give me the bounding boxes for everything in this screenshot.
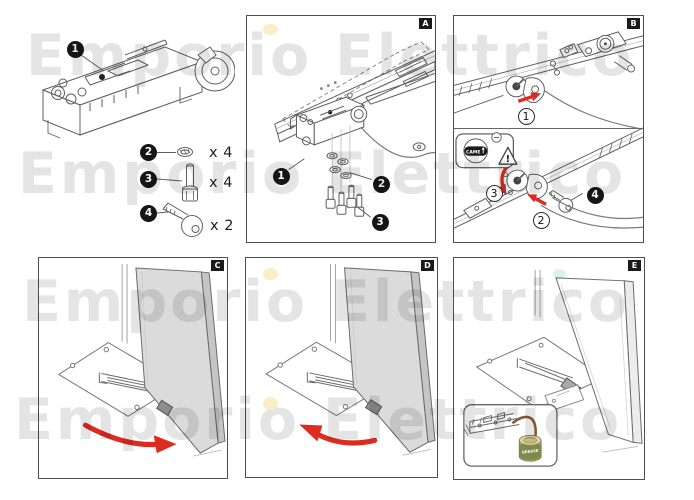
quantity-washers: x 4 xyxy=(209,145,233,161)
grease-can-label: GREASE xyxy=(522,449,539,455)
callout-bolt: 3 xyxy=(371,214,389,231)
panel-a: A 1 2 3 xyxy=(246,15,436,243)
callout-3: 3 xyxy=(140,171,157,188)
panel-e: GREASE E xyxy=(453,257,645,480)
greasing-drawing-e: GREASE xyxy=(463,269,643,467)
red-arrow-slide-icon xyxy=(517,92,542,103)
grease-applicator-icon xyxy=(512,415,538,440)
step-1: 1 xyxy=(517,108,535,125)
release-mechanism-drawing-b: CAME ! xyxy=(454,31,643,229)
panel-b: CAME ! B 1 2 3 4 xyxy=(453,15,644,243)
red-arrow-insert-icon xyxy=(527,194,547,206)
panel-label-b: B xyxy=(627,18,640,29)
panel-c: C xyxy=(38,257,228,479)
panel-label-c: C xyxy=(211,260,224,271)
step-2: 2 xyxy=(532,211,550,229)
red-arrow-swing-right-icon xyxy=(82,422,177,454)
callout-4: 4 xyxy=(140,204,157,222)
callout-2: 2 xyxy=(140,144,157,161)
red-arrow-swing-left-icon xyxy=(299,424,378,446)
panel-label-a: A xyxy=(419,18,432,29)
panel-label-d: D xyxy=(421,260,434,271)
quantity-bolts: x 4 xyxy=(209,175,233,191)
gate-open-right-drawing xyxy=(58,263,226,457)
installation-drawing-a xyxy=(274,41,435,218)
warning-exclamation: ! xyxy=(506,154,511,165)
operator-unit-drawing xyxy=(41,39,235,237)
callout-washer: 2 xyxy=(373,176,390,193)
gate-open-left-drawing xyxy=(265,263,436,456)
callout-unit: 1 xyxy=(272,167,290,185)
step-3: 3 xyxy=(485,184,503,202)
grease-inset xyxy=(463,404,558,467)
quantity-keys: x 2 xyxy=(210,218,234,234)
warning-triangle-icon xyxy=(498,146,518,165)
callout-1: 1 xyxy=(66,40,84,58)
knob-brand-text: CAME xyxy=(466,150,480,156)
panel-label-e: E xyxy=(628,260,641,271)
lock-knob-bubble xyxy=(455,132,514,169)
grease-can-icon xyxy=(518,434,542,462)
callout-key: 4 xyxy=(586,186,604,204)
parts-overview: 1 2 3 4 x 4 x 4 x 2 xyxy=(30,15,235,245)
panel-d: D xyxy=(245,257,438,478)
